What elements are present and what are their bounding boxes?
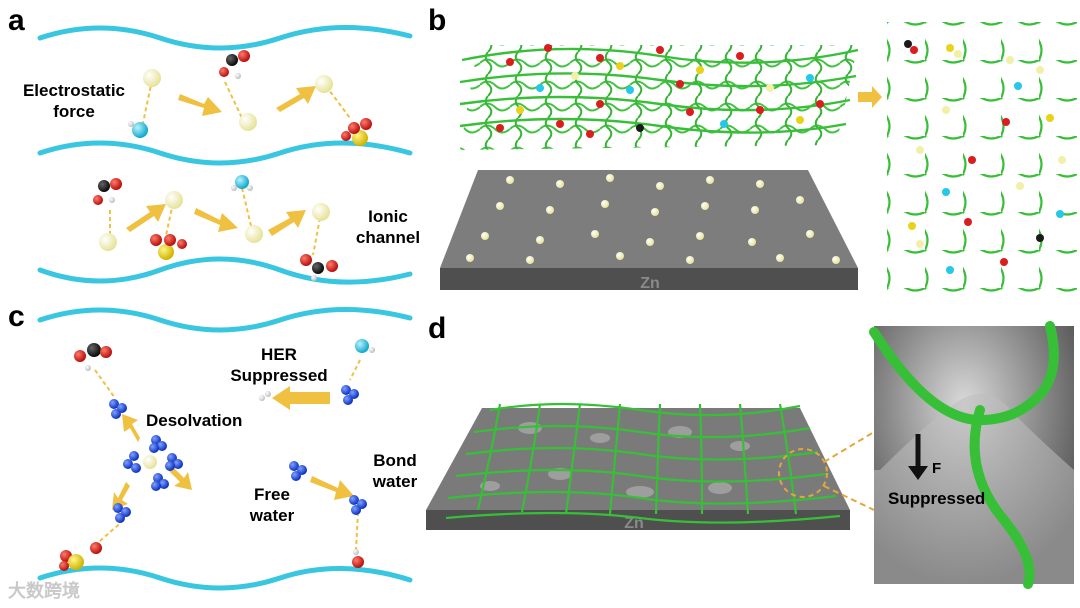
her-suppressed-label: HER Suppressed <box>214 344 344 386</box>
ionic-line1: Ionic <box>368 207 408 226</box>
d-zn-label: Zn <box>624 515 644 532</box>
chain-a-middle <box>37 140 413 166</box>
her-line2: Suppressed <box>230 366 328 385</box>
ionic-channel-label: Ionic channel <box>352 206 424 248</box>
panel-b: Zn <box>440 22 1077 298</box>
ionic-line2: channel <box>355 228 421 247</box>
her-line1: HER <box>261 345 297 364</box>
force-label: F <box>932 460 942 477</box>
free-line1: Free <box>254 485 290 504</box>
free-line2: water <box>249 506 295 525</box>
d-callout-line-top <box>823 431 875 463</box>
panel-c-letter: c <box>8 300 25 333</box>
b-zn-label: Zn <box>640 275 660 292</box>
panel-b-letter: b <box>428 4 447 37</box>
bond-line2: water <box>372 472 418 491</box>
chain-c-top <box>37 307 413 333</box>
a-particles <box>93 50 372 281</box>
b-network-zoom <box>887 22 1077 298</box>
panel-d: Zn <box>426 321 1074 589</box>
d-highlight-circle <box>778 448 828 498</box>
b-hydrogel-stack <box>459 45 859 150</box>
b-network-particles <box>904 40 1066 274</box>
suppressed-label: Suppressed <box>888 489 986 508</box>
c-particles <box>59 339 375 571</box>
c-arrows <box>112 386 354 510</box>
b-zinc-ions <box>466 174 840 264</box>
electrostatic-line2: force <box>53 102 95 121</box>
d-zoom-strand-2 <box>969 405 1035 589</box>
electrostatic-line1: Electrostatic <box>22 81 126 100</box>
d-zinc-slab: Zn <box>426 408 850 532</box>
watermark: 大数跨境 <box>8 581 80 601</box>
b-hydrogel-particles <box>496 44 824 138</box>
panel-a-letter: a <box>8 4 25 37</box>
b-zinc-slab: Zn <box>440 170 858 292</box>
bond-water-label: Bond water <box>362 450 428 492</box>
d-hydrogel-net <box>445 402 841 524</box>
b-arrow <box>858 86 882 108</box>
electrostatic-force-label: Electrostatic force <box>14 80 134 122</box>
chain-c-bottom <box>37 565 413 591</box>
c-dashed-bonds <box>93 359 361 551</box>
chain-a-top <box>37 25 413 51</box>
a-arrows <box>126 86 316 236</box>
free-water-label: Free water <box>240 484 304 526</box>
desolvation-label: Desolvation <box>146 411 243 430</box>
panel-a <box>37 25 413 285</box>
chain-a-bottom <box>37 256 413 285</box>
d-zoom-strand-1 <box>869 321 1059 426</box>
panel-c <box>37 307 413 591</box>
panel-d-letter: d <box>428 312 447 345</box>
bond-line1: Bond <box>373 451 417 470</box>
d-zoom-inset <box>869 321 1074 589</box>
